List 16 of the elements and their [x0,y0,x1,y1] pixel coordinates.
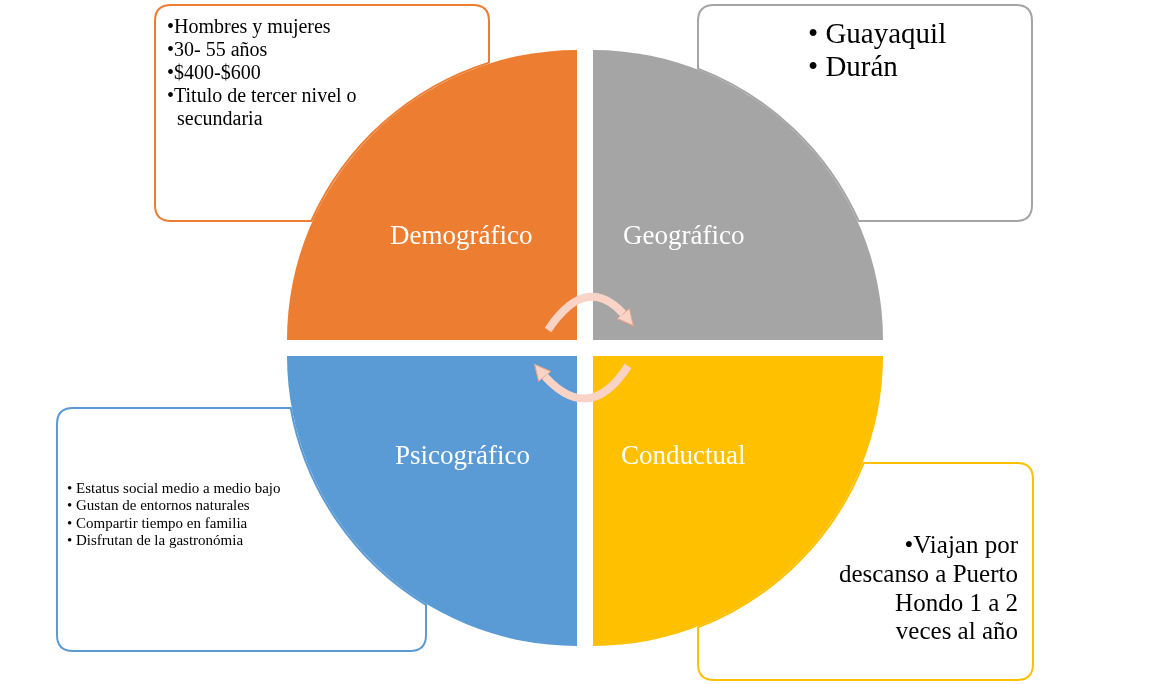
segment-label: Psicográfico [395,440,530,471]
curved-arrow [533,363,632,403]
bullet-item: •30- 55 años [167,38,269,61]
bullet-item: •Titulo de tercer nivel o secundaria [167,84,358,130]
bullet-item: • Compartir tiempo en familia [67,514,249,532]
bullet-item: •$400-$600 [167,61,262,84]
bullet-item: • Gustan de entornos naturales [67,497,251,515]
bullet-item: • Estatus social medio a medio bajo [67,480,282,498]
bullet-item: • Guayaquil [808,17,948,51]
bullet-item: •Hombres y mujeres [167,15,332,38]
segment-label: Geográfico [623,220,745,251]
bullet-item: •Viajan por descanso a Puerto Hondo 1 a 2 veces al año [837,531,1018,646]
bullet-item: • Durán [808,50,899,84]
bullet-item: • Disfrutan de la gastronómia [67,531,245,549]
segment-label: Demográfico [390,220,533,251]
segment-label: Conductual [621,440,746,471]
